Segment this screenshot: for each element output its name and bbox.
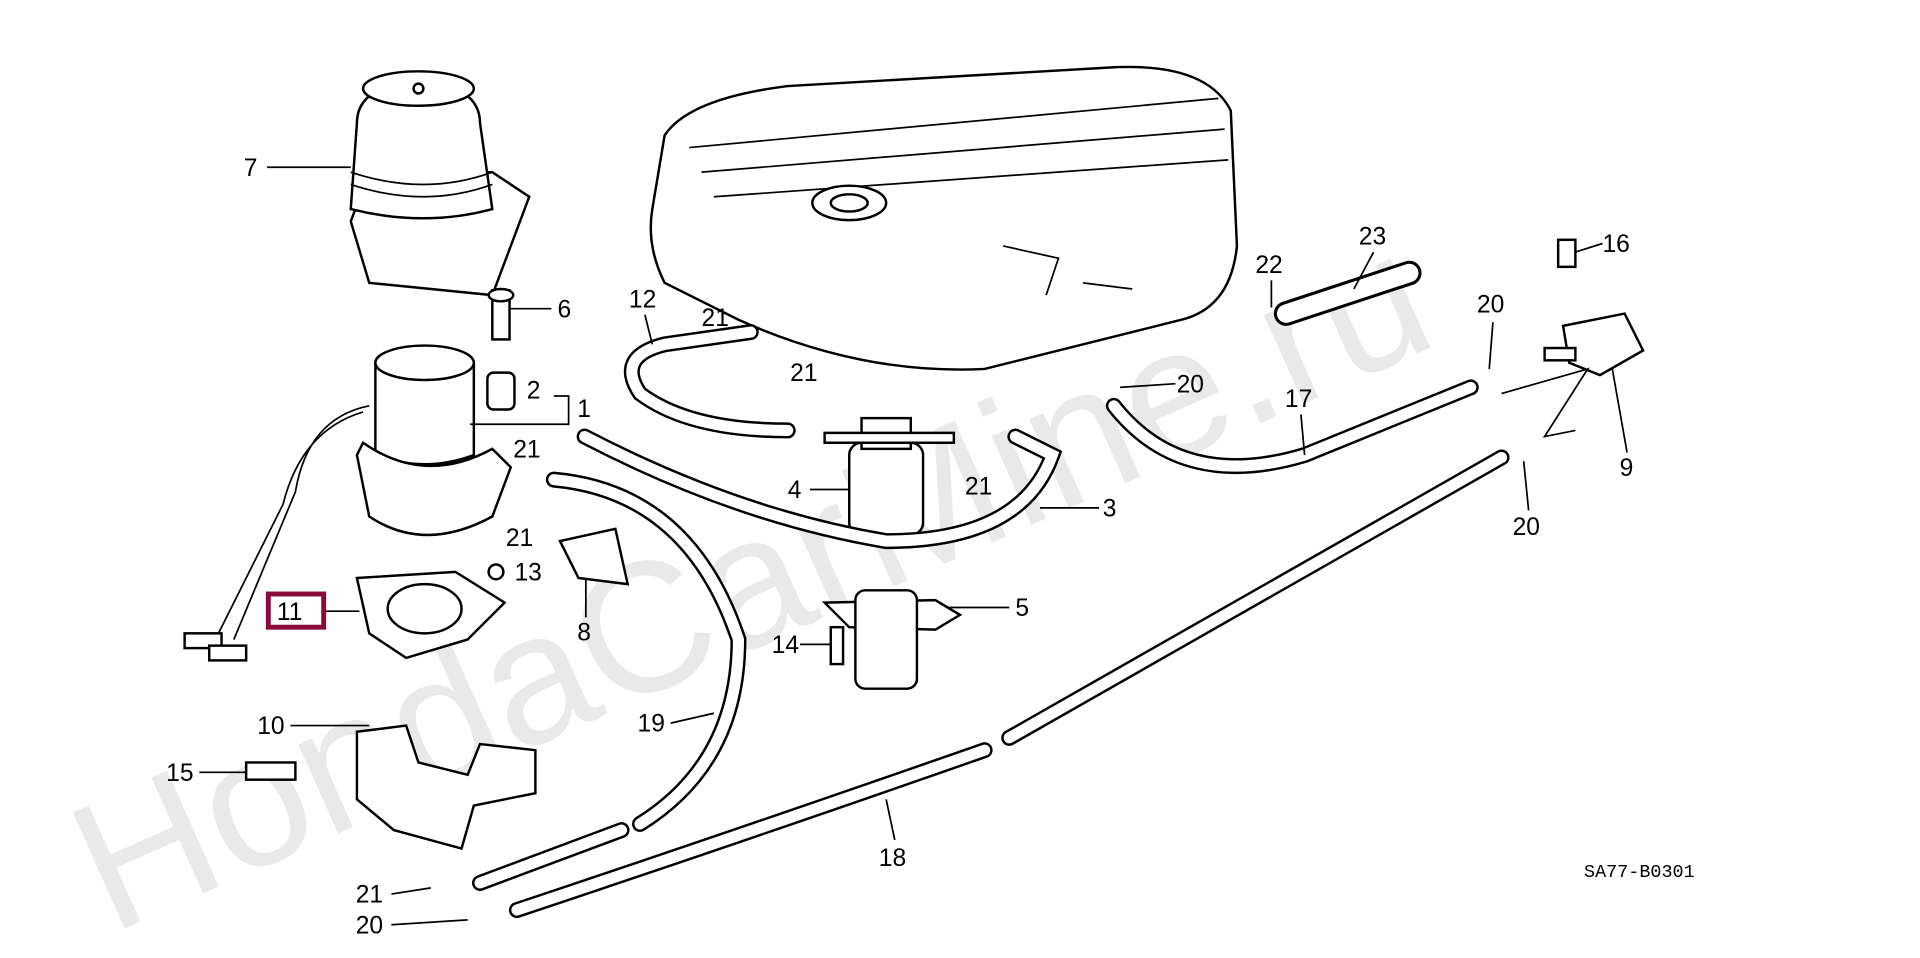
callout-8[interactable]: 8	[577, 620, 591, 647]
callout-5[interactable]: 5	[1015, 595, 1029, 622]
callout-3[interactable]: 3	[1103, 496, 1117, 523]
callout-21[interactable]: 21	[702, 305, 729, 332]
part-8-cushion	[558, 527, 630, 586]
leader-lines	[199, 166, 1628, 926]
diagram-code: SA77-B0301	[1584, 862, 1695, 883]
callout-6[interactable]: 6	[558, 296, 572, 323]
callout-17[interactable]: 17	[1285, 386, 1312, 413]
callout-13[interactable]: 13	[514, 559, 541, 586]
part-4-fuel-filter	[823, 416, 956, 537]
callout-21[interactable]: 21	[513, 436, 540, 463]
part-5-filter-holder	[821, 589, 963, 690]
callout-10[interactable]: 10	[257, 713, 284, 740]
callout-15[interactable]: 15	[166, 760, 193, 787]
hoses	[472, 260, 1510, 919]
callout-21[interactable]: 21	[356, 882, 383, 909]
callout-20[interactable]: 20	[1477, 291, 1504, 318]
callout-20[interactable]: 20	[356, 912, 383, 939]
callout-2[interactable]: 2	[527, 377, 541, 404]
callout-20[interactable]: 20	[1177, 371, 1204, 398]
callout-1[interactable]: 1	[577, 396, 591, 423]
part-9-valve	[1543, 312, 1645, 377]
part-2-grommet	[486, 371, 516, 411]
callout-14[interactable]: 14	[772, 632, 799, 659]
callout-23[interactable]: 23	[1359, 224, 1386, 251]
part-15-bolt	[244, 761, 297, 781]
part-11-gasket	[355, 570, 507, 660]
callout-21[interactable]: 21	[506, 525, 533, 552]
part-1-fuel-pump	[183, 344, 513, 662]
part-10-pump-bracket	[355, 724, 537, 851]
callout-12[interactable]: 12	[629, 286, 656, 313]
highlight-box	[265, 591, 327, 630]
callout-9[interactable]: 9	[1620, 455, 1634, 482]
callout-21[interactable]: 21	[790, 360, 817, 387]
part-14-bolt	[829, 625, 845, 666]
callout-19[interactable]: 19	[638, 711, 665, 738]
callout-16[interactable]: 16	[1602, 231, 1629, 258]
callout-7[interactable]: 7	[244, 155, 258, 182]
part-13-washer	[487, 563, 505, 581]
callout-11[interactable]: 11	[277, 599, 303, 626]
part-6-fitting	[487, 287, 515, 341]
part-7-fuel-pump-cover	[349, 70, 531, 297]
fuel-tank	[649, 65, 1239, 371]
callout-22[interactable]: 22	[1255, 252, 1282, 279]
part-16-bolt	[1556, 238, 1577, 269]
callout-18[interactable]: 18	[879, 845, 906, 872]
callout-4[interactable]: 4	[788, 477, 802, 504]
callout-20[interactable]: 20	[1513, 514, 1540, 541]
callout-21[interactable]: 21	[965, 473, 992, 500]
